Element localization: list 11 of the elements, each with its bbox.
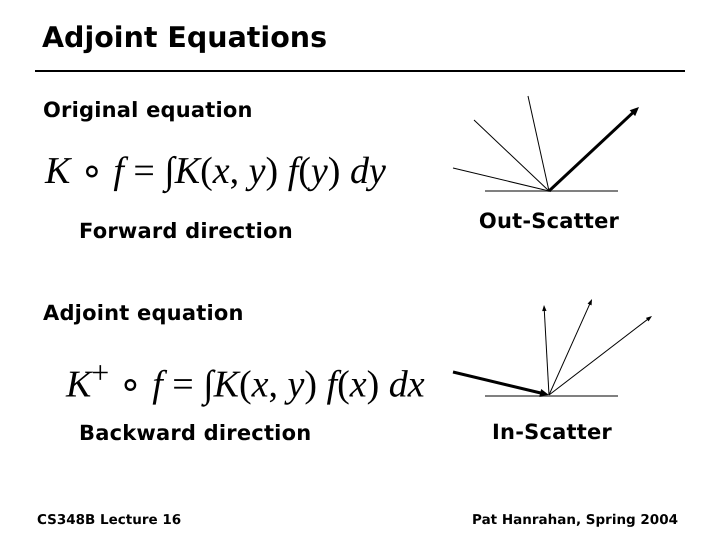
section-heading: Adjoint equation (43, 301, 244, 326)
footer-text: Pat Hanrahan, Spring 2004 (472, 513, 678, 529)
direction-label: Backward direction (79, 421, 312, 446)
scatter-caption: Out-Scatter (478, 209, 620, 234)
slide-title: Adjoint Equations (42, 22, 328, 55)
direction-label: Forward direction (79, 219, 293, 244)
scatter-caption: In-Scatter (492, 420, 612, 444)
footer-text: CS348B Lecture 16 (37, 513, 182, 529)
equation: K ∘ f = ∫K(x, y) f(y) dy (45, 150, 386, 194)
equation: K$^{+}$ ∘ f = ∫K(x, y) f(x) dx (66, 355, 425, 408)
section-heading: Original equation (43, 98, 253, 122)
